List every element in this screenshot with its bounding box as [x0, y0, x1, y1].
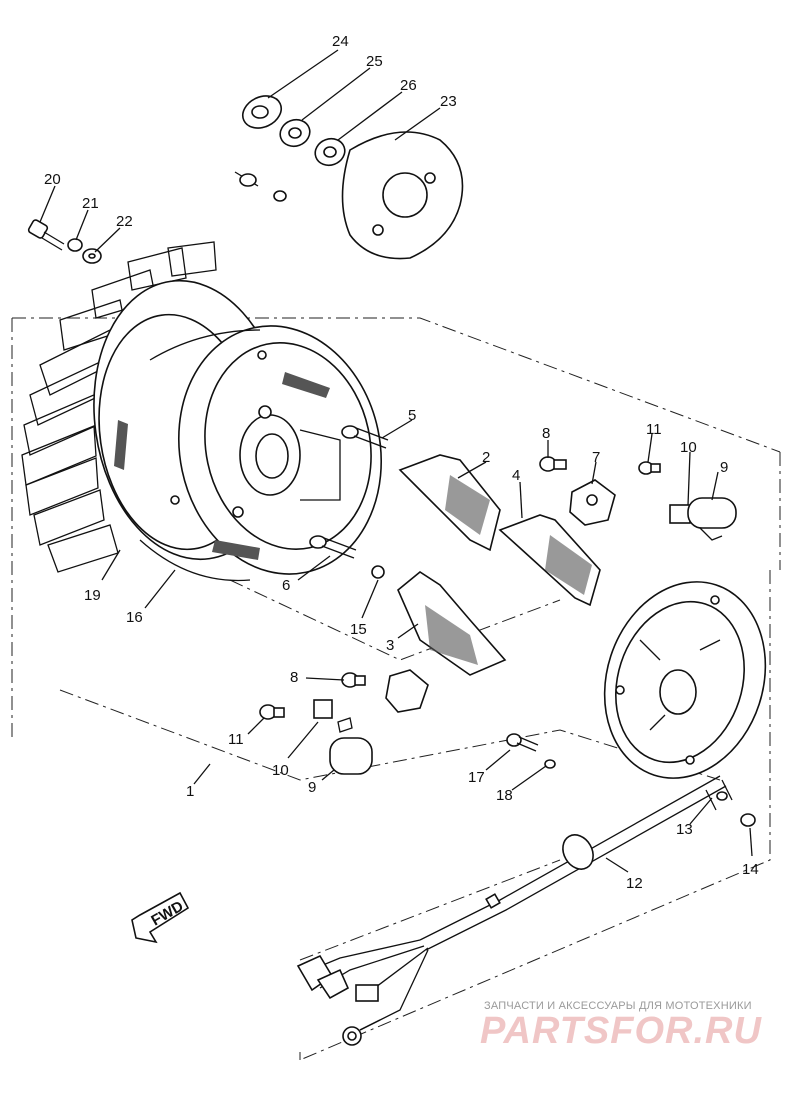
part-15-clip: [371, 565, 385, 579]
label-9b: 9: [308, 779, 316, 796]
label-2: 2: [482, 449, 490, 466]
label-19: 19: [84, 587, 101, 604]
part-26-washer: [314, 137, 346, 167]
part-24-nut: [241, 95, 283, 129]
stator-base-plate: [603, 581, 767, 779]
label-4: 4: [512, 467, 520, 484]
part-23-cam-plate: [341, 131, 464, 260]
label-8a: 8: [542, 425, 550, 442]
label-24: 24: [332, 33, 349, 50]
part-8-screw-bottom: [341, 672, 366, 688]
part-22-washer: [82, 248, 102, 264]
label-22: 22: [116, 213, 133, 230]
part-18-washer: [544, 759, 556, 769]
callout-labels: 24 25 26 23 20 21 22 5 2 4 8 7 11 10 9 6…: [44, 33, 759, 892]
part-contact-breaker-bottom: [385, 669, 429, 713]
part-11-screw-bottom: [259, 704, 285, 720]
label-12: 12: [626, 875, 643, 892]
part-8-screw-top: [539, 456, 567, 472]
part-7-contact-breaker: [569, 479, 616, 526]
fwd-arrow-icon: FWD: [131, 891, 190, 944]
label-16: 16: [126, 609, 143, 626]
label-6: 6: [282, 577, 290, 594]
label-3: 3: [386, 637, 394, 654]
part-3-coil: [397, 571, 507, 676]
label-20: 20: [44, 171, 61, 188]
part-25-washer: [279, 118, 311, 148]
label-18: 18: [496, 787, 513, 804]
cooling-fins: [21, 241, 217, 573]
label-11a: 11: [646, 421, 662, 438]
label-9a: 9: [720, 459, 728, 476]
label-5: 5: [408, 407, 416, 424]
label-21: 21: [82, 195, 99, 212]
part-4-coil: [498, 514, 601, 607]
part-9-condenser-top: [687, 497, 737, 541]
label-26: 26: [400, 77, 417, 94]
label-13: 13: [676, 821, 693, 838]
part-11-screw-top: [638, 461, 661, 475]
label-7: 7: [592, 449, 600, 466]
part-20-bolt: [27, 219, 65, 251]
part-2-coil: [398, 454, 501, 552]
watermark-logo: PARTSFOR.RU: [480, 1010, 762, 1052]
leader-lines: [39, 49, 753, 873]
part-12-wire-harness: [296, 775, 727, 1046]
label-11b: 11: [228, 731, 244, 748]
label-10b: 10: [272, 762, 289, 779]
small-screws-23: [234, 171, 287, 202]
label-1: 1: [186, 783, 194, 800]
part-10-clamp-bottom: [313, 699, 353, 733]
label-10a: 10: [680, 439, 697, 456]
label-14: 14: [742, 861, 759, 878]
part-14-screw: [740, 813, 756, 827]
label-25: 25: [366, 53, 383, 70]
part-10-clamp-top: [669, 504, 691, 524]
part-6-screw: [309, 535, 357, 559]
part-21-washer: [67, 238, 83, 252]
watermark-caption: ЗАПЧАСТИ И АКСЕССУАРЫ ДЛЯ МОТОТЕХНИКИ: [484, 1000, 752, 1012]
flywheel-rotor: [21, 241, 383, 582]
label-15: 15: [350, 621, 367, 638]
label-23: 23: [440, 93, 457, 110]
part-9-condenser-bottom: [329, 737, 373, 775]
label-8b: 8: [290, 669, 298, 686]
label-17: 17: [468, 769, 485, 786]
part-17-screw: [506, 733, 539, 752]
